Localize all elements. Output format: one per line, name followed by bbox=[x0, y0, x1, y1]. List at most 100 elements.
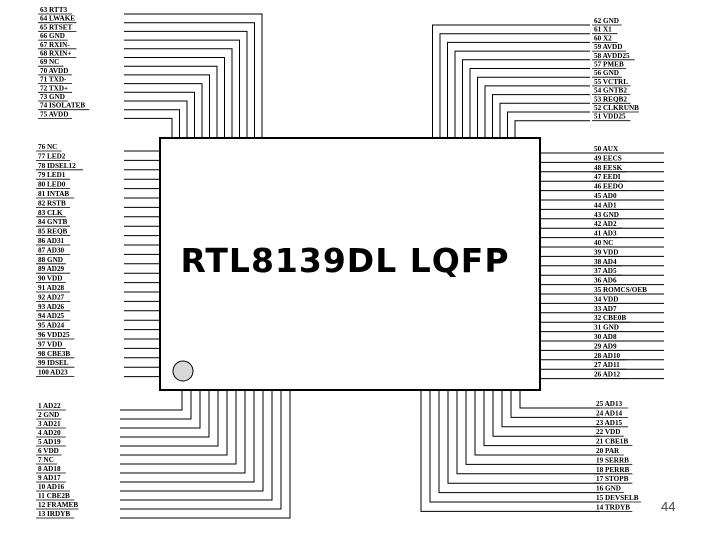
pin-label-15-devselb: 15 DEVSELB bbox=[596, 494, 639, 502]
pin-label-2-gnd: 2 GND bbox=[38, 411, 59, 419]
pin-label-3-ad21: 3 AD21 bbox=[38, 420, 61, 428]
pin-label-6-vdd: 6 VDD bbox=[38, 447, 59, 455]
pin-wire bbox=[120, 390, 273, 501]
pin-label-80-led0: 80 LED0 bbox=[38, 181, 66, 189]
pin-label-12-frameb: 12 FRAMEB bbox=[38, 501, 78, 509]
pin-label-87-ad30: 87 AD30 bbox=[38, 246, 65, 254]
pin-label-51-vdd25: 51 VDD25 bbox=[594, 113, 626, 121]
pin-wire bbox=[484, 85, 590, 138]
pin-label-54-gntb2: 54 GNTB2 bbox=[594, 87, 627, 95]
pin-wire bbox=[462, 59, 590, 138]
pin-label-19-serrb: 19 SERRB bbox=[596, 456, 629, 464]
pin-label-47-eedi: 47 EEDI bbox=[594, 173, 621, 181]
pin-label-100-ad23: 100 AD23 bbox=[38, 369, 68, 377]
pin-wire bbox=[519, 390, 600, 409]
pin-label-22-vdd: 22 VDD bbox=[596, 428, 620, 436]
pin-wire bbox=[439, 33, 590, 138]
pin-label-38-ad4: 38 AD4 bbox=[594, 258, 617, 266]
pin-wire bbox=[483, 390, 600, 447]
pin-label-49-eecs: 49 EECS bbox=[594, 154, 622, 162]
pin-label-99-idsel: 99 IDSEL bbox=[38, 359, 69, 367]
pin-label-98-cbe3b: 98 CBE3B bbox=[38, 350, 70, 358]
pin-wire bbox=[447, 41, 590, 138]
pin-wire bbox=[456, 390, 600, 475]
pin-label-72-txd: 72 TXD+ bbox=[40, 84, 68, 92]
pin-label-11-cbe2b: 11 CBE2B bbox=[38, 492, 70, 500]
pin-label-56-gnd: 56 GND bbox=[594, 69, 619, 77]
pin-label-17-stopb: 17 STOPB bbox=[596, 475, 629, 483]
pin-label-70-avdd: 70 AVDD bbox=[40, 67, 68, 75]
pin-label-94-ad25: 94 AD25 bbox=[38, 312, 65, 320]
pin-label-90-vdd: 90 VDD bbox=[38, 275, 62, 283]
pin-label-85-reqb: 85 REQB bbox=[38, 228, 68, 236]
pin-wire bbox=[510, 390, 600, 418]
pin-wire bbox=[492, 94, 590, 138]
pin-label-41-ad3: 41 AD3 bbox=[594, 230, 617, 238]
pin-label-52-clkrunb: 52 CLKRUNB bbox=[594, 104, 639, 112]
pin-label-20-par: 20 PAR bbox=[596, 447, 620, 455]
pin-label-39-vdd: 39 VDD bbox=[594, 248, 618, 256]
pin-wire bbox=[429, 390, 600, 503]
pin-label-63-rtt3: 63 RTT3 bbox=[40, 6, 68, 14]
pin-label-84-gntb: 84 GNTB bbox=[38, 218, 68, 226]
pin-label-34-vdd: 34 VDD bbox=[594, 295, 618, 303]
pin-label-46-eedo: 46 EEDO bbox=[594, 183, 624, 191]
pin-label-71-txd: 71 TXD- bbox=[40, 76, 67, 84]
pin-label-61-x1: 61 X1 bbox=[594, 26, 612, 34]
pin-label-24-ad14: 24 AD14 bbox=[596, 409, 623, 417]
pin-wire bbox=[124, 100, 188, 138]
pin-label-83-clk: 83 CLK bbox=[38, 209, 63, 217]
pin-label-57-pmeb: 57 PMEB bbox=[594, 61, 624, 69]
pin-label-76-nc: 76 NC bbox=[38, 143, 57, 151]
pin-label-75-avdd: 75 AVDD bbox=[40, 110, 68, 118]
chip-title: RTL8139DL LQFP bbox=[180, 241, 509, 280]
pin-label-77-led2: 77 LED2 bbox=[38, 152, 66, 160]
pin-label-81-intab: 81 INTAB bbox=[38, 190, 69, 198]
pin-label-21-cbe1b: 21 CBE1B bbox=[596, 438, 628, 446]
pin-label-64-lwake: 64 LWAKE bbox=[40, 15, 75, 23]
pin-label-14-trdyb: 14 TRDYB bbox=[596, 503, 630, 511]
pin-label-73-gnd: 73 GND bbox=[40, 93, 65, 101]
pin-label-93-ad26: 93 AD26 bbox=[38, 303, 65, 311]
pin-label-1-ad22: 1 AD22 bbox=[38, 402, 61, 410]
pin-wire bbox=[124, 91, 195, 138]
pin-wire bbox=[120, 390, 255, 483]
pin-label-86-ad31: 86 AD31 bbox=[38, 237, 65, 245]
pin-wire bbox=[447, 390, 600, 484]
pin1-marker bbox=[172, 360, 194, 382]
pin-label-48-eesk: 48 EESK bbox=[594, 164, 623, 172]
pin-wire bbox=[474, 390, 600, 456]
pin-wire bbox=[120, 390, 210, 438]
pin-label-5-ad19: 5 AD19 bbox=[38, 438, 61, 446]
pin-label-37-ad5: 37 AD5 bbox=[594, 267, 617, 275]
pin-label-16-gnd: 16 GND bbox=[596, 485, 621, 493]
pin-wire bbox=[124, 109, 180, 138]
pin-label-67-rxin: 67 RXIN- bbox=[40, 41, 70, 49]
pin-wire bbox=[124, 22, 255, 138]
pin-label-65-rtset: 65 RTSET bbox=[40, 23, 73, 31]
pin-wire bbox=[438, 390, 600, 494]
pin-label-79-led1: 79 LED1 bbox=[38, 171, 66, 179]
pin-label-44-ad1: 44 AD1 bbox=[594, 201, 617, 209]
pin-label-89-ad29: 89 AD29 bbox=[38, 265, 65, 273]
pin-label-28-ad10: 28 AD10 bbox=[594, 352, 621, 360]
pin-label-7-nc: 7 NC bbox=[38, 456, 54, 464]
pin-wire bbox=[501, 390, 600, 428]
pin-label-59-avdd: 59 AVDD bbox=[594, 43, 622, 51]
chip-body bbox=[159, 137, 541, 391]
pin-label-8-ad18: 8 AD18 bbox=[38, 465, 61, 473]
pin-label-88-gnd: 88 GND bbox=[38, 256, 63, 264]
pin-label-4-ad20: 4 AD20 bbox=[38, 429, 61, 437]
pin-wire bbox=[469, 68, 590, 138]
pin-label-9-ad17: 9 AD17 bbox=[38, 474, 61, 482]
pin-wire bbox=[124, 39, 240, 138]
pin-label-36-ad6: 36 AD6 bbox=[594, 277, 617, 285]
pin-label-27-ad11: 27 AD11 bbox=[594, 361, 620, 369]
pin-wire bbox=[120, 390, 192, 420]
pin-label-32-cbe0b: 32 CBE0B bbox=[594, 314, 626, 322]
pin-label-35-romcs-oeb: 35 ROMCS/OEB bbox=[594, 286, 647, 294]
pin-wire bbox=[477, 76, 590, 138]
pin-wire bbox=[120, 390, 228, 456]
pin-label-92-ad27: 92 AD27 bbox=[38, 293, 65, 301]
